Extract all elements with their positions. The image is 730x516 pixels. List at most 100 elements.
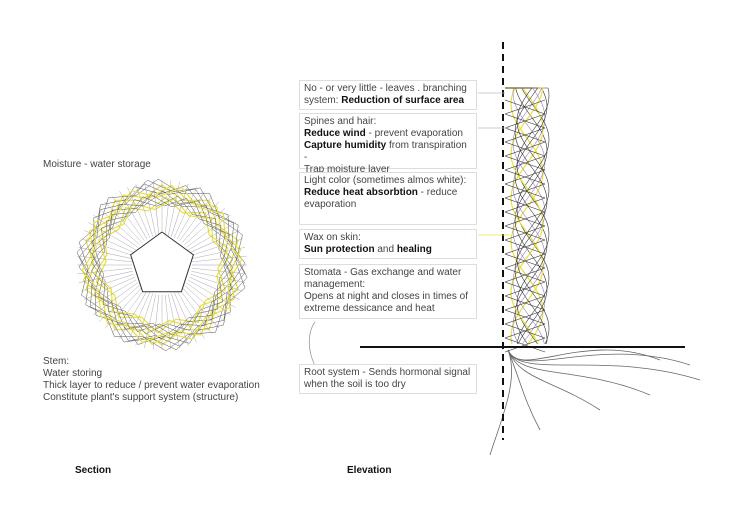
section-spine [144,294,156,349]
elevation-cross [504,169,546,185]
section-core [130,231,194,293]
root [489,349,512,456]
section-spine [77,267,133,275]
section-spine [104,201,143,243]
elevation-cross [504,281,546,297]
section-spine [191,267,247,275]
section-spine [81,238,134,256]
elevation-cross [504,337,546,353]
section-spine [77,255,133,263]
section-drawing [76,178,248,352]
section-spine [189,277,240,300]
section-spine [184,207,226,246]
section-spine [93,214,138,248]
section-spine [111,289,145,334]
section-spine [81,274,134,292]
elevation-cross [504,197,546,213]
root [507,349,651,396]
section-spine [144,181,156,236]
section-spine [164,294,172,350]
section-spine [98,207,140,246]
section-spine [119,191,148,240]
section-ring [81,186,243,344]
section-ring [78,178,246,352]
section-spine [127,187,150,238]
elevation-curve [505,87,544,345]
section-spine [168,181,180,236]
elevation-cross [504,225,546,241]
section-spine [190,274,243,292]
elevation-cross [504,183,546,199]
elevation-cross [504,113,546,129]
elevation-curve [505,87,550,345]
section-spine [168,294,180,349]
section-spine [84,230,135,253]
section-ring [90,190,234,340]
section-ring [79,183,245,347]
section-spine [78,271,133,283]
section-spine [189,230,240,253]
section-spine [78,247,133,259]
section-spine [190,238,243,256]
section-spine [184,284,226,323]
elevation-cross [504,323,546,339]
section-spine [119,290,148,339]
section-spine [93,282,138,316]
section-spine [176,191,205,240]
annotation-spines: Spines and hair:Reduce wind - prevent ev… [299,113,477,175]
section-spine [164,180,172,236]
elevation-cross [504,141,546,157]
section-spine [187,222,236,251]
moisture-label: Moisture - water storage [43,159,151,170]
section-spine [171,293,189,346]
elevation-curve [505,87,550,345]
elevation-curve [505,87,548,345]
elevation-cross [504,309,546,325]
elevation-cross [504,127,546,143]
elevation-caption: Elevation [347,465,392,476]
section-spine [84,277,135,300]
section-spine [181,201,220,243]
section-spine [174,187,197,238]
elevation-cross [504,211,546,227]
section-ring [91,194,233,336]
section-spine [181,287,220,329]
section-spine [171,184,189,237]
stem-line: Thick layer to reduce / prevent water ev… [43,380,260,391]
elevation-curve [505,87,550,345]
elevation-drawing [489,87,701,456]
section-spine [179,289,213,334]
elevation-cross [504,155,546,171]
section-spine [191,255,247,263]
stem-description: Stem: Water storing Thick layer to reduc… [43,356,260,404]
section-spine [179,196,213,241]
elevation-curve [505,87,544,345]
section-spine [135,184,153,237]
root [507,349,691,366]
annotation-leaves: No - or very little - leaves . branching… [299,80,477,110]
section-spine [186,282,231,316]
annotation-color: Light color (sometimes almos white):Redu… [299,172,477,225]
section-spine [176,290,205,339]
section-spine [98,284,140,323]
elevation-cross [504,99,546,115]
section-spine [174,292,197,343]
section-spine [186,214,231,248]
elevation-cross [504,253,546,269]
root [507,349,601,411]
annotation-wax: Wax on skin:Sun protection and healing [299,229,477,259]
section-spine [111,196,145,241]
section-spine [135,293,153,346]
section-ring [90,196,234,334]
elevation-cross [504,239,546,255]
section-spine [152,294,160,350]
elevation-cross [504,267,546,283]
section-spine [191,271,246,283]
stem-line: Water storing [43,368,103,379]
section-ring [76,179,248,351]
section-ring [90,195,234,335]
section-ring [78,185,246,345]
stem-line: Constitute plant's support system (struc… [43,392,239,403]
